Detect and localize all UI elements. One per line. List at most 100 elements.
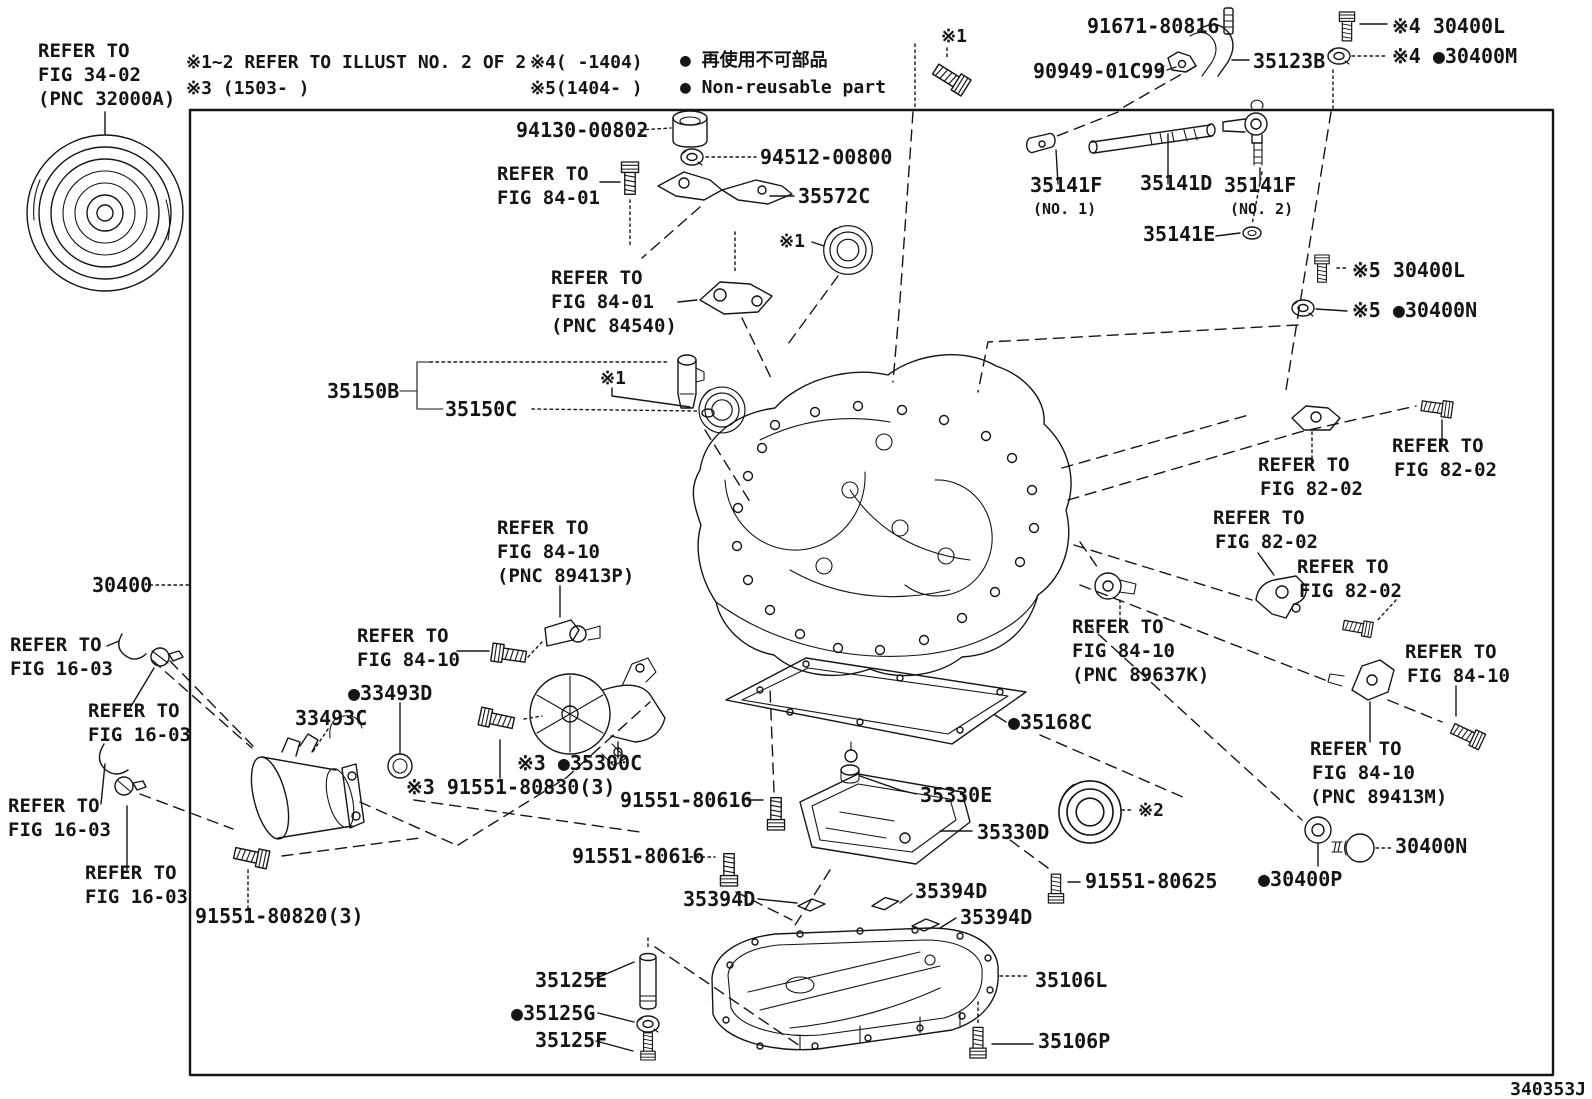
screw-91671-80816 bbox=[1223, 7, 1234, 35]
part-35330D: 35330D bbox=[977, 820, 1049, 844]
ref-fig-84-10b-line1: REFER TO bbox=[357, 625, 449, 647]
ref-fig-82-02d-line2: FIG 82-02 bbox=[1299, 580, 1402, 602]
mark-ast1-top: ※1 bbox=[941, 26, 967, 47]
part-30400L-top: ※4 30400L bbox=[1392, 14, 1505, 38]
ref-fig-82-02b-line2: FIG 82-02 bbox=[1260, 478, 1363, 500]
part-94130-00802: 94130-00802 bbox=[516, 118, 648, 142]
washer-94512-00800 bbox=[680, 148, 757, 166]
part-35141F-no2: 35141F bbox=[1224, 173, 1296, 197]
ref-fig-82-02c-line2: FIG 82-02 bbox=[1215, 531, 1318, 553]
breather-94130-00802 bbox=[639, 110, 708, 148]
sensor-parts-fig-84-10-right bbox=[1079, 584, 1487, 751]
linkage-parts-fig-82-02 bbox=[1061, 397, 1454, 639]
ref-fig-16-03d-line1: REFER TO bbox=[85, 862, 177, 884]
part-30400P: ●30400P bbox=[1258, 867, 1342, 891]
doc-number: 340353J bbox=[1510, 1079, 1586, 1099]
knock-sensor-89637K bbox=[1079, 541, 1137, 625]
mark-ast2: ※2 bbox=[1138, 800, 1164, 821]
ref-fig-84-01a-line1: REFER TO bbox=[497, 163, 589, 185]
bolts-91551-80616 bbox=[689, 687, 793, 921]
ref-fig-84-10a-line1: REFER TO bbox=[497, 517, 589, 539]
bolt-30400L-right bbox=[977, 111, 1349, 393]
part-35150C: 35150C bbox=[445, 397, 517, 421]
case-gasket-35168C bbox=[725, 657, 1186, 799]
part-30400: 30400 bbox=[92, 573, 152, 597]
bracket-35123B bbox=[1189, 23, 1250, 77]
ref-fig-82-02a-line2: FIG 82-02 bbox=[1394, 459, 1497, 481]
ref-fig-84-10c-line1: REFER TO bbox=[1072, 616, 1164, 638]
part-35330E: 35330E bbox=[920, 783, 992, 807]
part-35106P: 35106P bbox=[1038, 1029, 1110, 1053]
ref-fig-84-10c-line3: (PNC 89637K) bbox=[1072, 664, 1209, 686]
legend-non-reusable-ja: ● 再使用不可部品 bbox=[680, 49, 828, 71]
part-35141D: 35141D bbox=[1140, 171, 1212, 195]
switch-35150B bbox=[399, 354, 715, 418]
ref-fig-84-10a-line3: (PNC 89413P) bbox=[497, 565, 634, 587]
part-30400N-bottom: 30400N bbox=[1395, 834, 1467, 858]
part-35394D-2: 35394D bbox=[915, 879, 987, 903]
bolt-ast1-top bbox=[914, 43, 972, 109]
part-35125E: 35125E bbox=[535, 968, 607, 992]
ref-fig-34-02-line2: FIG 34-02 bbox=[38, 64, 141, 86]
part-30400M: ※4 ●30400M bbox=[1392, 44, 1517, 68]
oil-seal-ast1-mid bbox=[611, 386, 753, 506]
plugs-35394D bbox=[757, 893, 957, 932]
diagram-frame bbox=[188, 108, 1555, 1077]
oil-cooler-drawing bbox=[232, 701, 651, 913]
oil-pump-drawing bbox=[413, 657, 666, 833]
overflow-tube-35125 bbox=[591, 937, 804, 1061]
part-94512-00800: 94512-00800 bbox=[760, 145, 892, 169]
ref-fig-84-01a-line2: FIG 84-01 bbox=[497, 187, 600, 209]
ref-fig-84-01b-line3: (PNC 84540) bbox=[551, 315, 677, 337]
hose-clamps-fig-16-03 bbox=[98, 633, 254, 871]
part-91551-80616-b: 91551-80616 bbox=[572, 844, 704, 868]
part-35300C: ※3 ●35300C bbox=[517, 751, 642, 775]
ref-fig-84-10d-line2: FIG 84-10 bbox=[1407, 665, 1510, 687]
legend-note-4: ※5(1404- ) bbox=[530, 78, 643, 99]
ref-fig-82-02d-line1: REFER TO bbox=[1297, 556, 1389, 578]
ref-fig-84-10e-line3: (PNC 89413M) bbox=[1310, 786, 1447, 808]
ref-fig-84-10a-line2: FIG 84-10 bbox=[497, 541, 600, 563]
ref-fig-84-01b-line1: REFER TO bbox=[551, 267, 643, 289]
ref-fig-16-03c-line1: REFER TO bbox=[8, 795, 100, 817]
part-91551-80616-a: 91551-80616 bbox=[620, 788, 752, 812]
part-35572C: 35572C bbox=[798, 184, 870, 208]
part-35106L: 35106L bbox=[1035, 968, 1107, 992]
ref-fig-16-03a-line1: REFER TO bbox=[10, 634, 102, 656]
part-35125F: 35125F bbox=[535, 1028, 607, 1052]
legend-note-2: ※3 (1503- ) bbox=[186, 78, 309, 99]
ref-fig-84-10e-line2: FIG 84-10 bbox=[1312, 762, 1415, 784]
ref-fig-82-02a-line1: REFER TO bbox=[1392, 435, 1484, 457]
mark-ast1-mid: ※1 bbox=[600, 368, 626, 389]
bracket-35572C bbox=[641, 171, 795, 259]
oil-strainer-drawing bbox=[791, 741, 973, 931]
ref-fig-84-10e-line1: REFER TO bbox=[1310, 738, 1402, 760]
part-30400N-right: ※5 ●30400N bbox=[1352, 298, 1477, 322]
bolt-91551-80820 bbox=[151, 659, 253, 749]
part-35394D-1: 35394D bbox=[683, 887, 755, 911]
legend-note-3: ※4( -1404) bbox=[530, 52, 643, 73]
bolt-fig-84-01 bbox=[599, 161, 640, 249]
legend-note-1: ※1~2 REFER TO ILLUST NO. 2 OF 2 bbox=[186, 52, 526, 73]
ref-fig-34-02-line1: REFER TO bbox=[38, 40, 130, 62]
oil-seal-ast2 bbox=[1058, 780, 1135, 844]
part-35141F-no1-sub: (NO. 1) bbox=[1033, 200, 1096, 218]
ref-fig-34-02-line3: (PNC 32000A) bbox=[38, 88, 175, 110]
diagram-artwork bbox=[26, 7, 1555, 1077]
part-35394D-3: 35394D bbox=[960, 905, 1032, 929]
part-90949-01C99: 90949-01C99 bbox=[1033, 59, 1165, 83]
part-30400L-right: ※5 30400L bbox=[1352, 258, 1465, 282]
transaxle-case-drawing bbox=[149, 111, 1072, 677]
part-33493C: 33493C bbox=[295, 706, 367, 730]
ref-fig-16-03d-line2: FIG 16-03 bbox=[85, 886, 188, 908]
torque-converter-drawing bbox=[26, 111, 184, 292]
part-35168C: ●35168C bbox=[1008, 710, 1092, 734]
mark-ast1-seal: ※1 bbox=[779, 231, 805, 252]
ref-fig-84-10c-line2: FIG 84-10 bbox=[1072, 640, 1175, 662]
ref-fig-16-03a-line2: FIG 16-03 bbox=[10, 658, 113, 680]
ref-fig-16-03b-line1: REFER TO bbox=[88, 700, 180, 722]
bolt-30400L-top bbox=[1327, 11, 1388, 109]
ref-fig-16-03b-line2: FIG 16-03 bbox=[88, 724, 191, 746]
part-91551-80820: 91551-80820(3) bbox=[195, 904, 364, 928]
